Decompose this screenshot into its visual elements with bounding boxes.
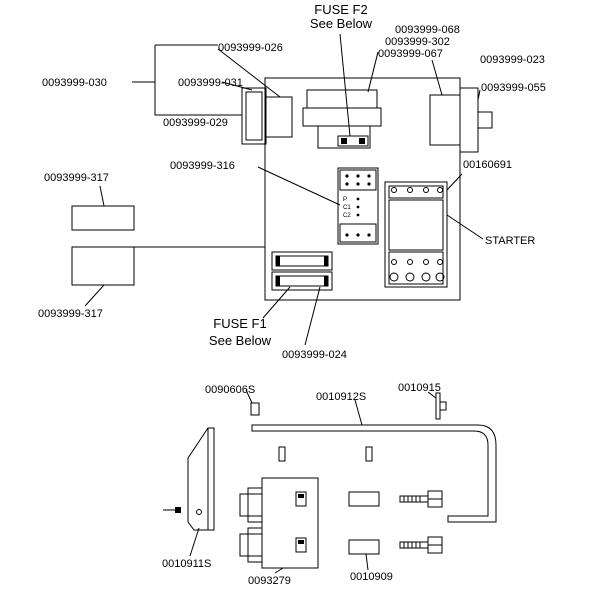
part-label-0010912S: 0010912S: [316, 391, 366, 403]
starter-contactor: [384, 181, 448, 288]
part-label-0010911S: 0010911S: [162, 558, 211, 570]
part-label-067: 0093999-067: [378, 48, 443, 60]
spacer-b: [365, 446, 373, 462]
part-label-031: 0093999-031: [178, 77, 243, 89]
part-label-316: 0093999-316: [170, 160, 235, 172]
part-label-068: 0093999-068: [395, 24, 460, 36]
box-317-bottom: [71, 246, 135, 286]
fuse-f1-title: FUSE F1: [213, 316, 266, 331]
bolt-top: [399, 490, 443, 508]
fuse-f2-subtitle: See Below: [310, 16, 373, 31]
terminal-block: P C1 C2: [337, 167, 379, 245]
part-label-029: 0093999-029: [163, 117, 228, 129]
terminal-label-c1: C1: [343, 205, 351, 211]
part-label-024: 0093999-024: [282, 349, 347, 361]
part-label-030: 0093999-030: [42, 77, 107, 89]
control-panel-board: [264, 77, 461, 301]
fuse-f2-holder: [302, 89, 382, 149]
part-label-00160691: 00160691: [463, 159, 512, 171]
starter-label: STARTER: [485, 235, 535, 247]
part-0010911S-bracket: [187, 427, 215, 531]
fuse-f1-subtitle: See Below: [209, 333, 272, 348]
spacer-a: [278, 446, 286, 462]
part-0010915: [435, 392, 447, 420]
part-label-055: 0093999-055: [481, 82, 546, 94]
part-0010912S-rod: [251, 424, 497, 523]
part-label-317-bottom: 0093999-317: [38, 308, 103, 320]
terminal-label-p: P: [343, 197, 347, 203]
part-0093279-block: [239, 477, 319, 569]
part-label-0010915: 0010915: [398, 382, 441, 394]
spacer-0010909-top: [348, 491, 380, 507]
part-label-0093279: 0093279: [248, 575, 291, 587]
part-label-026: 0093999-026: [218, 42, 283, 54]
part-label-0010909: 0010909: [350, 571, 393, 583]
screw-small: [163, 507, 181, 513]
part-0090606S: [250, 402, 260, 416]
part-label-0090606S: 0090606S: [205, 384, 255, 396]
bolt-bottom: [399, 536, 443, 554]
part-label-302: 0093999-302: [385, 36, 450, 48]
spacer-0010909-bottom: [348, 539, 380, 555]
part-label-317-top: 0093999-317: [44, 172, 109, 184]
right-connector: [429, 87, 493, 153]
terminal-label-c2: C2: [343, 213, 351, 219]
fuse-f2-title: FUSE F2: [314, 2, 367, 17]
fuse-f1-holder: [271, 251, 333, 291]
part-label-023: 0093999-023: [480, 54, 545, 66]
box-317-top: [71, 205, 135, 231]
left-connector: [241, 87, 293, 145]
